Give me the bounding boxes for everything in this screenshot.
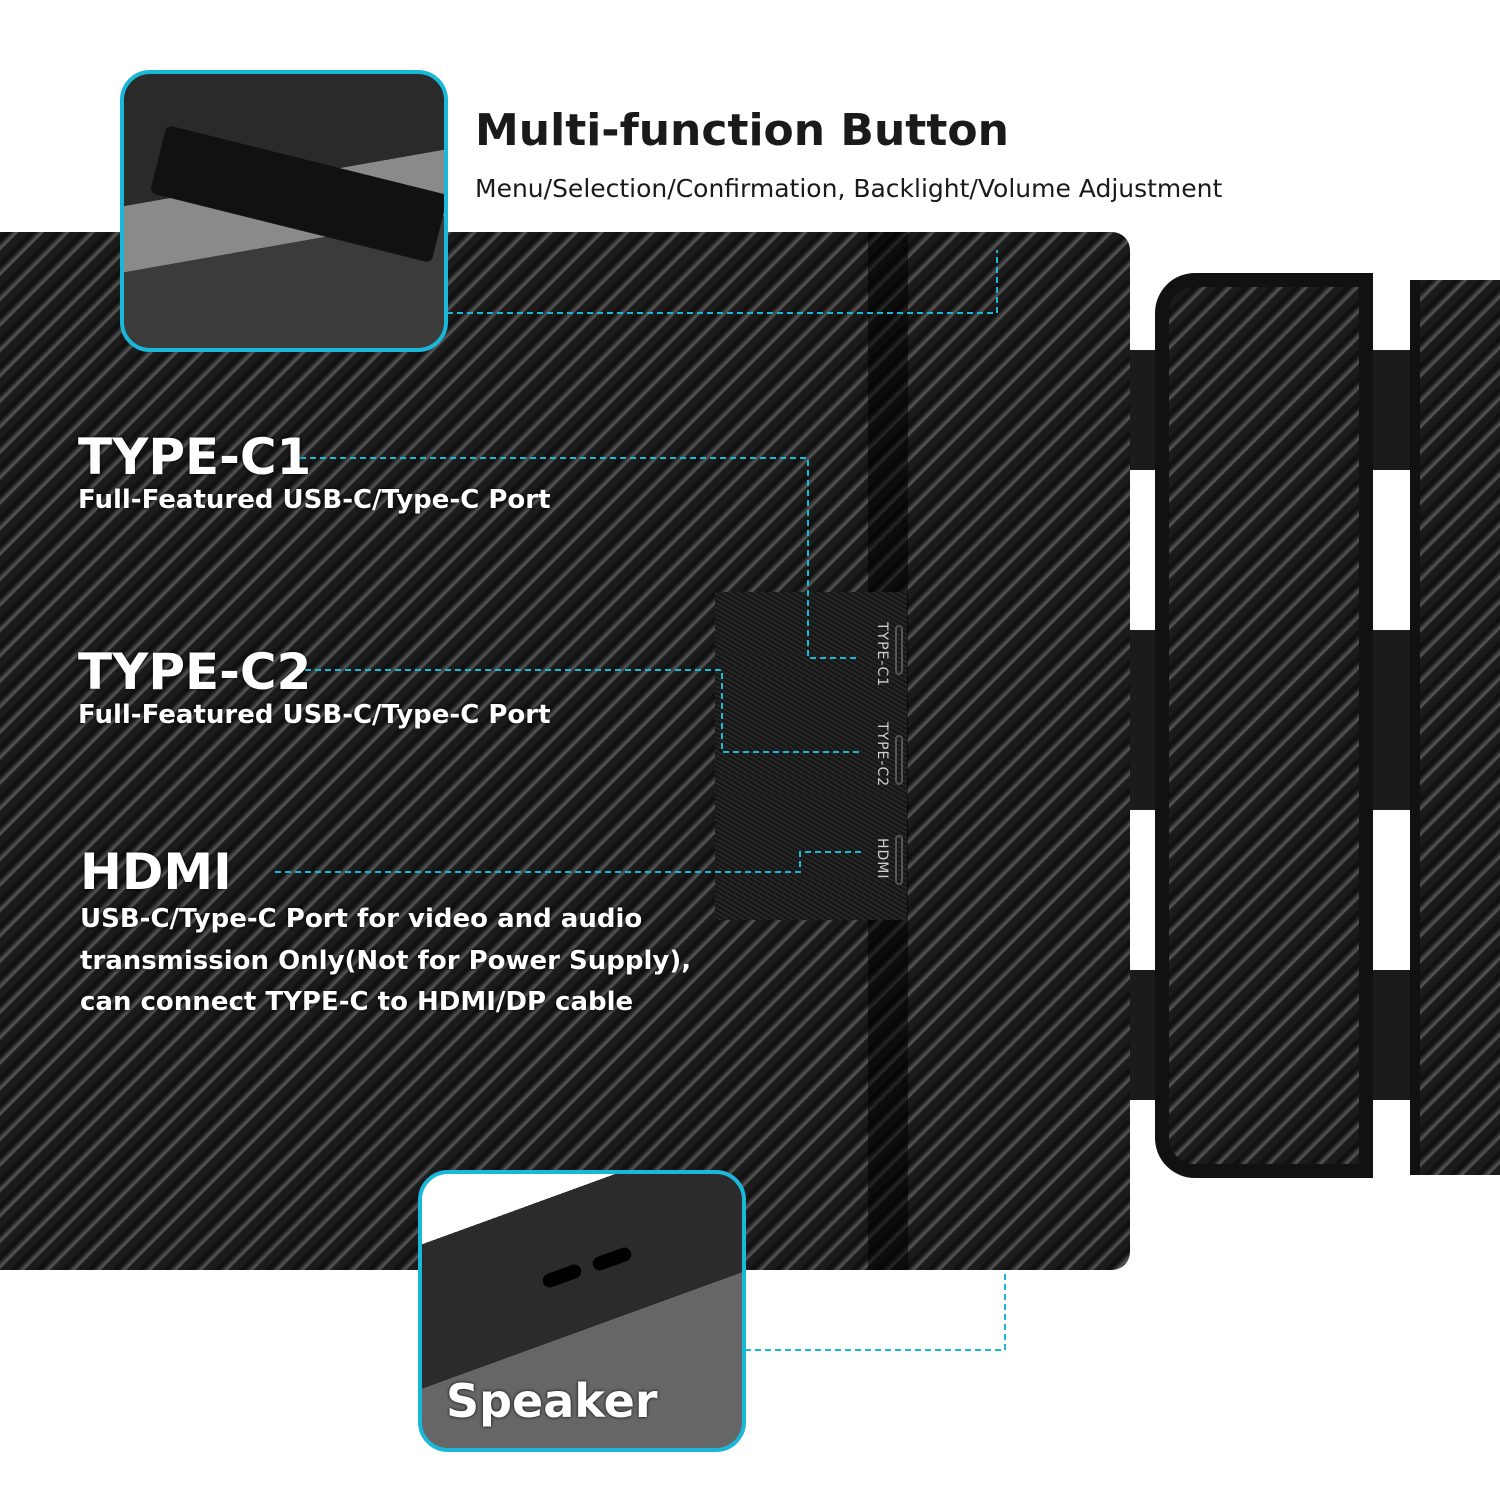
hinge-housing <box>1155 273 1373 1178</box>
port-block <box>715 592 907 920</box>
type-c2-subtitle: Full-Featured USB-C/Type-C Port <box>78 700 551 730</box>
type-c1-port <box>895 625 903 675</box>
speaker-grille-icon <box>590 1245 634 1273</box>
second-screen-edge <box>1410 280 1500 1175</box>
hdmi-title: HDMI <box>80 843 232 901</box>
speaker-grille-icon <box>540 1262 584 1290</box>
hdmi-port <box>895 835 903 885</box>
multi-function-title: Multi-function Button <box>475 105 1009 156</box>
hdmi-desc-line: can connect TYPE-C to HDMI/DP cable <box>80 987 634 1017</box>
type-c2-title: TYPE-C2 <box>78 643 312 701</box>
device-panel <box>0 232 1130 1270</box>
type-c1-subtitle: Full-Featured USB-C/Type-C Port <box>78 485 551 515</box>
button-closeup-inset <box>120 70 448 352</box>
speaker-title: Speaker <box>446 1374 658 1428</box>
type-c2-port <box>895 735 903 785</box>
hdmi-desc-line: transmission Only(Not for Power Supply), <box>80 946 692 976</box>
multi-function-subtitle: Menu/Selection/Confirmation, Backlight/V… <box>475 174 1223 203</box>
wheel-button-icon <box>149 124 444 264</box>
speaker-closeup-inset: Speaker <box>418 1170 746 1452</box>
type-c1-title: TYPE-C1 <box>78 428 312 486</box>
hdmi-desc-line: USB-C/Type-C Port for video and audio <box>80 904 643 934</box>
